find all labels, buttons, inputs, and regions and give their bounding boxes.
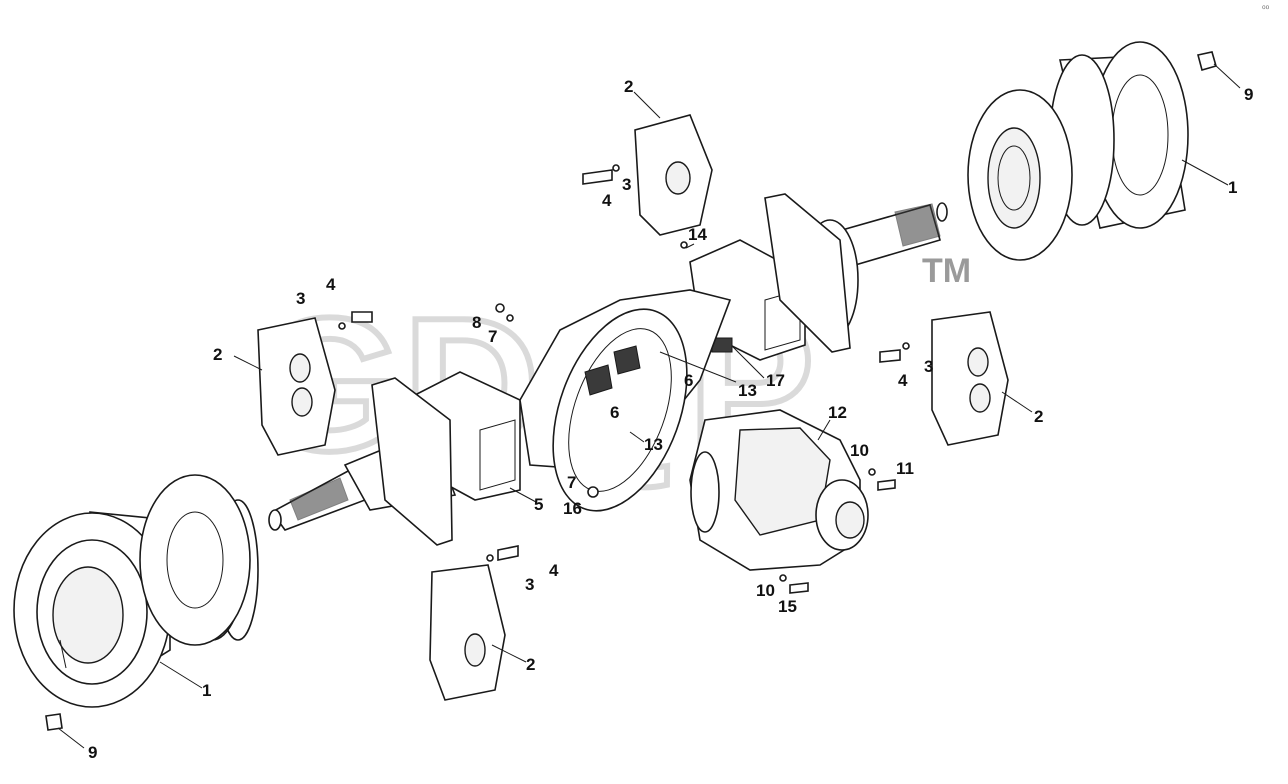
- right-wheel-hub: [1049, 41, 1189, 229]
- callout-6-upper: 6: [684, 371, 693, 390]
- callout-7-upper: 7: [488, 327, 497, 346]
- axle-housing: [519, 289, 732, 512]
- callout-13-lower: 13: [644, 435, 663, 454]
- callout-8: 8: [472, 313, 481, 332]
- callout-4-left: 4: [326, 275, 336, 294]
- brake-caliper-bottom: [429, 564, 506, 701]
- brake-caliper-left: [257, 317, 336, 456]
- callout-4-top: 4: [602, 191, 612, 210]
- callout-5: 5: [534, 495, 543, 514]
- left-spring-seat: [371, 371, 521, 546]
- callout-2-right-caliper: 2: [1034, 407, 1043, 426]
- callout-9-left: 9: [88, 743, 97, 762]
- callout-11: 11: [896, 459, 914, 478]
- left-brake-disc: [139, 474, 251, 646]
- callout-2-top-caliper: 2: [624, 77, 633, 96]
- callout-7-lower: 7: [567, 473, 576, 492]
- brake-caliper-right: [931, 311, 1009, 446]
- callout-1-right-hub: 1: [1228, 178, 1237, 197]
- fasteners: [45, 51, 1217, 731]
- watermark-trademark: TM: [922, 252, 971, 290]
- callout-3-top: 3: [622, 175, 631, 194]
- brake-caliper-top: [634, 114, 713, 236]
- callout-3-bottom: 3: [525, 575, 534, 594]
- callout-14: 14: [688, 225, 707, 244]
- callout-15: 15: [778, 597, 797, 616]
- callout-9-right: 9: [1244, 85, 1253, 104]
- callout-1-left-hub: 1: [202, 681, 211, 700]
- callout-2-left-caliper: 2: [213, 345, 222, 364]
- callout-13-upper: 13: [738, 381, 757, 400]
- callout-4-right: 4: [898, 371, 908, 390]
- callout-2-bottom-caliper: 2: [526, 655, 535, 674]
- differential-assembly: [689, 409, 869, 571]
- leader-lines: [57, 63, 1241, 749]
- callout-labels: 1 1 2 2 2 2 3 3 3 3 4 4 4 4 5 6 6 7 7 8 …: [88, 77, 1253, 762]
- corner-mark: ⁰⁰: [1262, 4, 1270, 14]
- callout-10-lower: 10: [756, 581, 775, 600]
- callout-16: 16: [563, 499, 582, 518]
- callout-3-left: 3: [296, 289, 305, 308]
- callout-17: 17: [766, 371, 785, 390]
- callout-4-bottom: 4: [549, 561, 559, 580]
- callout-10-upper: 10: [850, 441, 869, 460]
- callout-3-right: 3: [924, 357, 933, 376]
- callout-12: 12: [828, 403, 847, 422]
- callout-6-lower: 6: [610, 403, 619, 422]
- right-brake-disc: [967, 89, 1073, 261]
